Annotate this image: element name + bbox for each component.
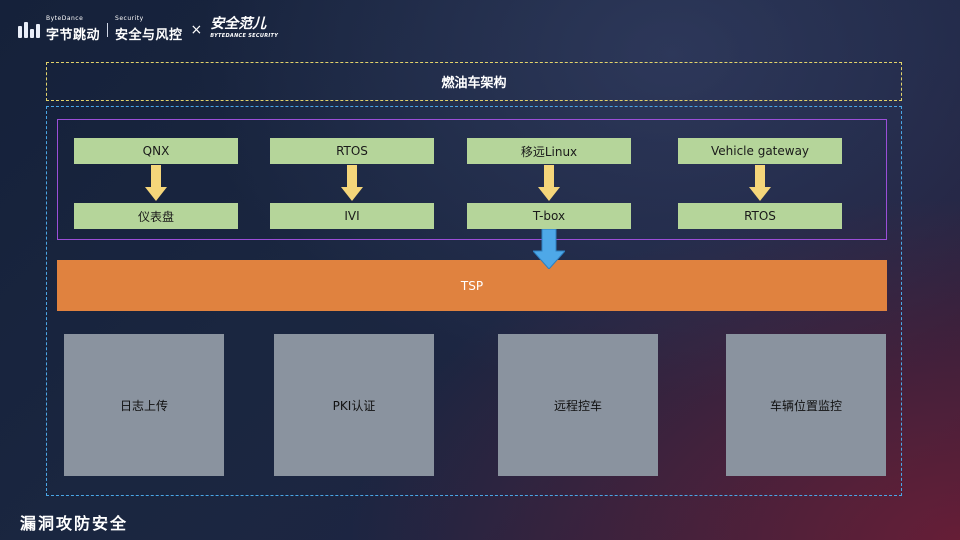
- down-arrow-icon: [749, 165, 771, 201]
- node-qnx: QNX: [74, 138, 238, 164]
- logo-divider: [107, 23, 109, 37]
- tsp-bar: TSP: [57, 260, 887, 311]
- service-log-upload: 日志上传: [64, 334, 224, 476]
- bytedance-wordmark: ByteDance 字节跳动: [46, 14, 101, 43]
- security-wordmark: Security 安全与风控: [115, 14, 183, 43]
- node-tbox: T-box: [467, 203, 631, 229]
- footer-title: 漏洞攻防安全: [20, 514, 129, 533]
- down-arrow-icon: [538, 165, 560, 201]
- node-dashboard: 仪表盘: [74, 203, 238, 229]
- node-ivi: IVI: [270, 203, 434, 229]
- bytedance-logo-icon: [18, 22, 40, 38]
- bytedance-security-logo: 安全范儿 BYTEDANCE SECURITY: [210, 16, 279, 39]
- node-vehicle-gateway: Vehicle gateway: [678, 138, 842, 164]
- logo-times: ×: [190, 22, 203, 38]
- architecture-container: [46, 106, 902, 496]
- service-vehicle-location: 车辆位置监控: [726, 334, 886, 476]
- ecu-group: [57, 119, 887, 240]
- service-pki-auth: PKI认证: [274, 334, 434, 476]
- diagram-title: 燃油车架构: [46, 62, 902, 101]
- node-quectel-linux: 移远Linux: [467, 138, 631, 164]
- node-rtos-1: RTOS: [270, 138, 434, 164]
- down-arrow-icon: [341, 165, 363, 201]
- node-rtos-2: RTOS: [678, 203, 842, 229]
- service-remote-control: 远程控车: [498, 334, 658, 476]
- down-arrow-icon: [145, 165, 167, 201]
- header-logos: ByteDance 字节跳动 Security 安全与风控 × 安全范儿 BYT…: [18, 14, 279, 43]
- tbox-to-tsp-arrow-icon: [533, 229, 565, 269]
